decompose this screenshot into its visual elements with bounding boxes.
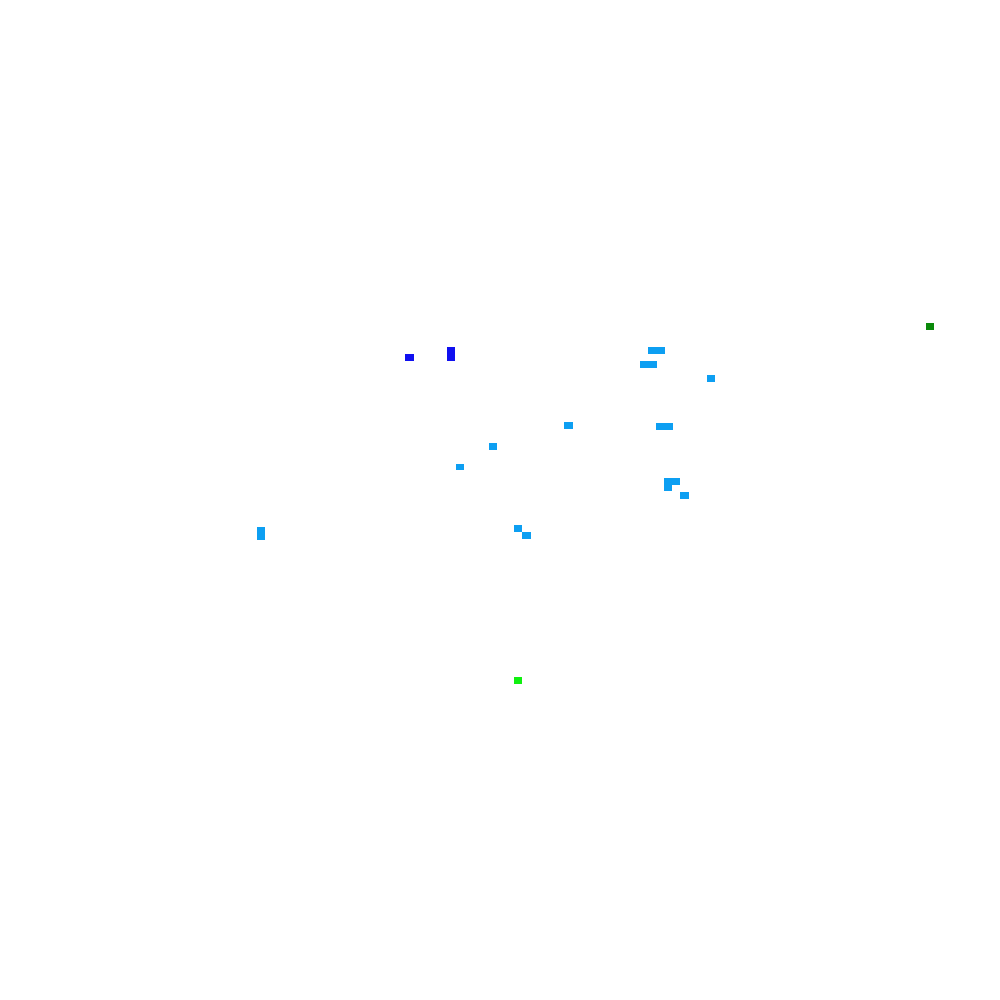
sky-marker-5: [656, 423, 673, 430]
sky-marker-12: [514, 525, 522, 532]
sky-marker-6: [489, 443, 497, 450]
dark-green-marker: [926, 323, 934, 330]
sky-marker-4: [564, 422, 573, 429]
sky-marker-11: [257, 527, 265, 540]
blue-marker-2: [447, 347, 455, 361]
lime-marker: [514, 677, 522, 684]
sky-marker-13: [522, 532, 531, 539]
sky-marker-3: [707, 375, 715, 382]
sky-marker-8: [664, 478, 680, 485]
sky-marker-10: [680, 492, 689, 499]
sky-marker-9: [664, 484, 672, 491]
sky-marker-2: [640, 361, 657, 368]
sky-marker-7: [456, 464, 464, 470]
sky-marker-1: [648, 347, 665, 354]
blue-marker-1: [405, 354, 414, 361]
